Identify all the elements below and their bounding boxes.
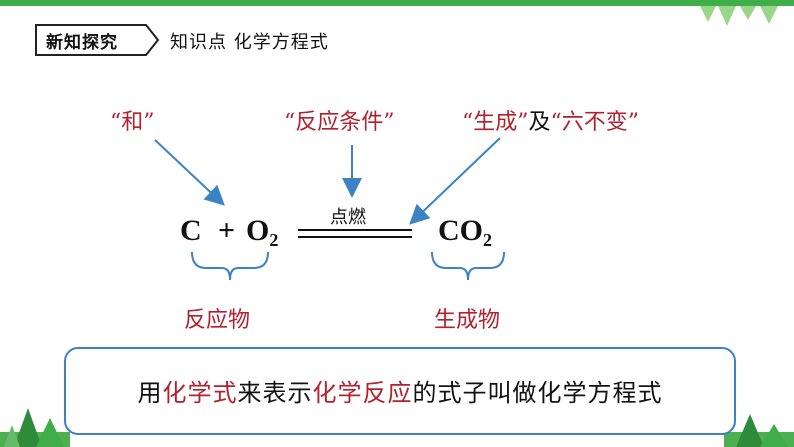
products-label: 生成物 [434,308,501,333]
label-six-invariants: “六不变” [550,110,640,135]
badge-shape [35,24,160,56]
section-subtitle: 知识点 化学方程式 [170,32,329,53]
top-right-trees-icon [700,6,778,26]
reactants-brace [191,251,269,281]
label-he: “和” [110,110,155,135]
label-product-invariants: “生成”及“六不变” [462,104,639,136]
definition-text: 用化学式来表示化学反应的式子叫做化学方程式 [137,379,663,407]
label-conditions: “反应条件” [284,110,395,135]
arrow-product [409,137,501,225]
top-decor-bar [0,0,794,6]
reactant-carbon: C [180,214,202,247]
products-brace [431,251,505,281]
reactant-oxygen: O2 [246,214,279,250]
arrow-he [154,139,225,206]
label-and: 及 [528,110,551,135]
label-generate: “生成” [462,110,529,135]
product-co2: CO2 [438,214,492,250]
badge-label: 新知探究 [46,33,118,53]
bottom-left-trees-icon [0,408,70,447]
reactants-label: 反应物 [184,308,251,333]
plus-sign: + [218,214,236,247]
definition-box [64,347,736,435]
bottom-right-trees-icon [724,414,794,447]
reaction-condition: 点燃 [330,207,366,228]
